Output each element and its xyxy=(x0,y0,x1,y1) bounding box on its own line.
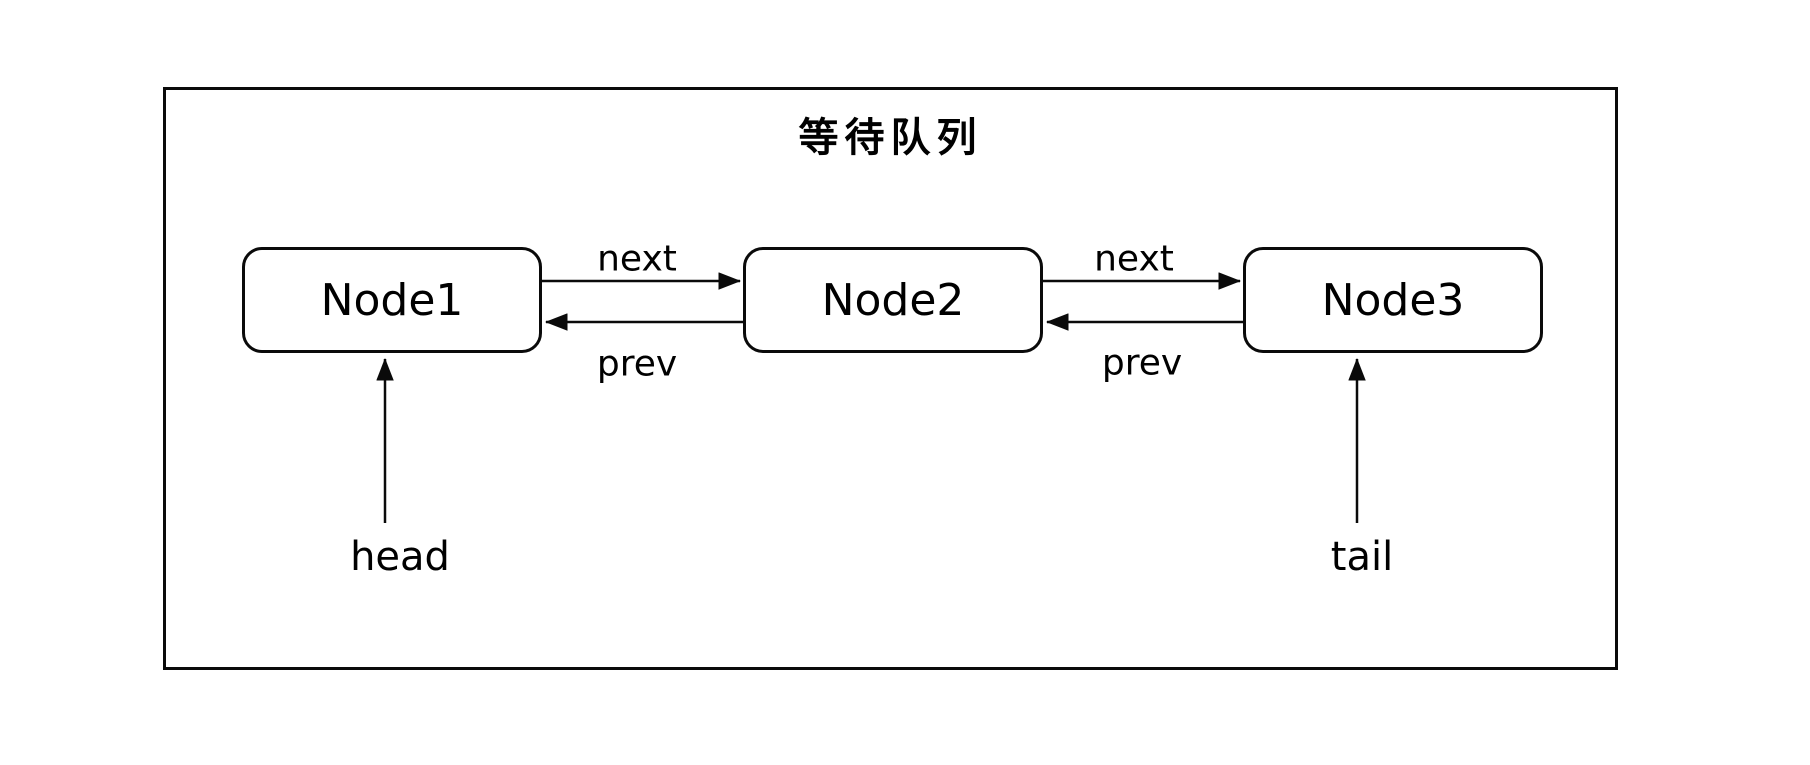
node-box-node2: Node2 xyxy=(743,247,1043,353)
diagram-frame xyxy=(163,87,1618,670)
edge-label-prev-2: prev xyxy=(1101,342,1183,384)
node-box-node1: Node1 xyxy=(242,247,542,353)
node-label-node1: Node1 xyxy=(320,274,464,326)
node-label-node2: Node2 xyxy=(821,274,965,326)
head-pointer-label: head xyxy=(350,534,450,580)
diagram-title: 等待队列 xyxy=(798,115,983,161)
edge-label-next-1: next xyxy=(597,238,677,280)
edge-label-prev-1: prev xyxy=(596,343,678,385)
tail-pointer-label: tail xyxy=(1330,534,1394,580)
edge-label-next-2: next xyxy=(1094,238,1174,280)
node-box-node3: Node3 xyxy=(1243,247,1543,353)
node-label-node3: Node3 xyxy=(1321,274,1465,326)
